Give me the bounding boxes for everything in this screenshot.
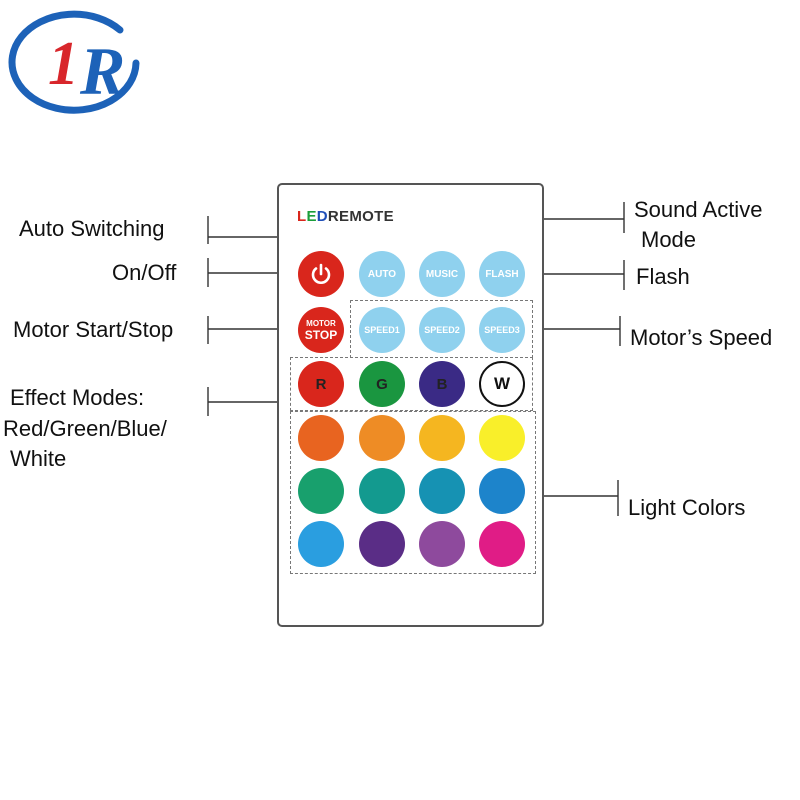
power-icon	[311, 263, 331, 284]
light-color-button[interactable]	[298, 415, 344, 461]
label-sound-active-1: Sound Active	[634, 197, 763, 222]
light-colors-group	[290, 411, 536, 574]
label-auto-switching: Auto Switching	[19, 216, 165, 241]
blue-button[interactable]: B	[419, 361, 465, 407]
effect-modes-group	[290, 357, 533, 411]
light-color-button[interactable]	[298, 468, 344, 514]
light-color-button[interactable]	[419, 415, 465, 461]
label-light-colors: Light Colors	[628, 495, 746, 520]
label-effect-modes-3: White	[10, 446, 67, 471]
label-motor-start-stop: Motor Start/Stop	[13, 317, 174, 342]
brand-letter-l: L	[297, 208, 307, 225]
logo-r: R	[79, 33, 125, 109]
brand-letter-e: E	[306, 208, 317, 225]
logo-ring	[8, 10, 140, 114]
music-button[interactable]: MUSIC	[419, 251, 465, 297]
light-color-button[interactable]	[359, 521, 405, 567]
label-sound-active-2: Mode	[641, 227, 697, 252]
brand-word-remote: REMOTE	[327, 208, 394, 225]
motor-stop-button[interactable]: MOTOR STOP	[298, 307, 344, 353]
light-color-button[interactable]	[298, 521, 344, 567]
label-motor-speed: Motor’s Speed	[630, 325, 773, 350]
light-color-button[interactable]	[419, 468, 465, 514]
auto-button[interactable]: AUTO	[359, 251, 405, 297]
light-color-button[interactable]	[479, 521, 525, 567]
brand-logo: 1 R	[8, 10, 140, 114]
flash-button[interactable]: FLASH	[479, 251, 525, 297]
light-color-button[interactable]	[479, 415, 525, 461]
motor-label: MOTOR	[306, 318, 336, 328]
white-button[interactable]: W	[479, 361, 525, 407]
stop-label: STOP	[304, 327, 338, 342]
remote-brand: LEDREMOTE	[297, 208, 394, 225]
light-color-button[interactable]	[359, 468, 405, 514]
speed1-button[interactable]: SPEED1	[359, 307, 405, 353]
speed2-button[interactable]: SPEED2	[419, 307, 465, 353]
label-effect-modes-1: Effect Modes:	[10, 385, 145, 410]
red-button[interactable]: R	[298, 361, 344, 407]
speed3-button[interactable]: SPEED3	[479, 307, 525, 353]
green-button[interactable]: G	[359, 361, 405, 407]
light-color-button[interactable]	[479, 468, 525, 514]
label-effect-modes-2: Red/Green/Blue/	[3, 416, 167, 441]
power-button[interactable]	[298, 251, 344, 297]
label-flash: Flash	[636, 264, 690, 289]
label-on-off: On/Off	[112, 260, 177, 285]
logo-one: 1	[48, 30, 79, 98]
light-color-button[interactable]	[419, 521, 465, 567]
brand-letter-d: D	[316, 208, 328, 225]
light-color-button[interactable]	[359, 415, 405, 461]
